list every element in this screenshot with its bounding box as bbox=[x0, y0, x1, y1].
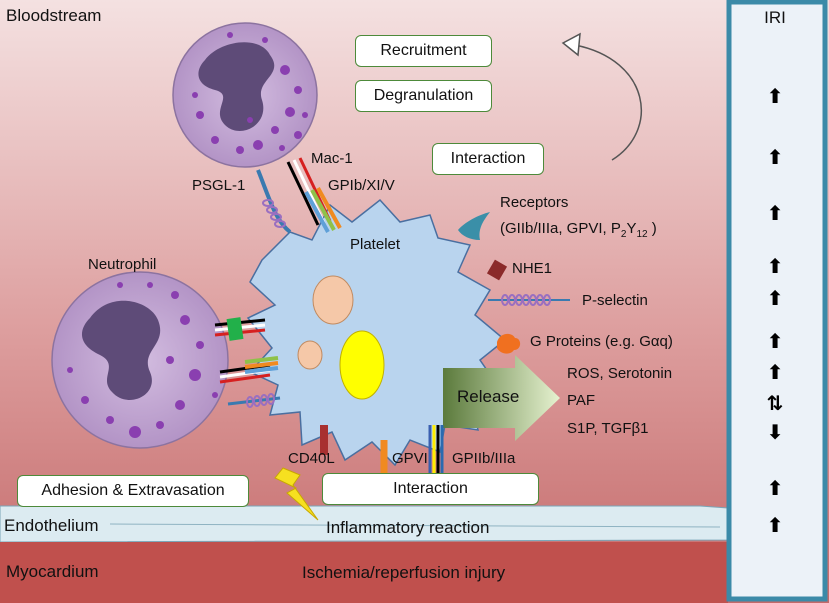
cd40l-bar bbox=[320, 425, 328, 455]
ischemia-label: Ischemia/reperfusion injury bbox=[302, 563, 506, 582]
left-connectors bbox=[214, 317, 281, 408]
myocardium-label: Myocardium bbox=[6, 562, 99, 581]
neutrophil-label: Neutrophil bbox=[88, 256, 157, 273]
nhe1-label: NHE1 bbox=[512, 260, 553, 277]
mac1-label: Mac-1 bbox=[311, 150, 353, 167]
iri-arrow-interaction: ⬆ bbox=[766, 145, 784, 169]
platelet-label: Platelet bbox=[350, 236, 401, 253]
degranulation-box: Degranulation bbox=[355, 80, 492, 112]
receptors-list-mid: Y bbox=[626, 220, 637, 237]
psgl1-label: PSGL-1 bbox=[192, 177, 246, 194]
neutrophil-top bbox=[172, 22, 318, 168]
iri-title: IRI bbox=[764, 8, 786, 27]
gproteins-label: G Proteins (e.g. Gαq) bbox=[530, 333, 673, 350]
release-arrow bbox=[443, 355, 560, 441]
receptors-sub1: 2 bbox=[620, 229, 627, 240]
psgl1-coil bbox=[262, 199, 286, 228]
endothelium-label: Endothelium bbox=[4, 516, 99, 535]
gpvi-label: GPVI bbox=[392, 450, 428, 467]
gpiib-bars bbox=[428, 425, 444, 475]
platelet-granule-1 bbox=[312, 275, 354, 325]
cycle-arrow-head bbox=[561, 32, 581, 57]
adhesion-box: Adhesion & Extravasation bbox=[17, 475, 249, 507]
bloodstream-label: Bloodstream bbox=[6, 6, 102, 25]
nhe1-shape bbox=[486, 259, 508, 281]
platelet-granule-2 bbox=[297, 340, 323, 370]
receptor-shape bbox=[458, 212, 490, 240]
iri-arrow-inflammatory: ⬆ bbox=[766, 513, 784, 537]
receptors-list-suffix: ) bbox=[647, 220, 657, 237]
iri-arrow-paf: ⇅ bbox=[766, 391, 784, 415]
cycle-arrow bbox=[574, 44, 643, 161]
release-item-1: ROS, Serotonin bbox=[567, 365, 673, 382]
neutrophil-left bbox=[51, 271, 229, 449]
iri-arrow-gproteins: ⬆ bbox=[766, 329, 784, 353]
iri-arrow-bottom-interaction: ⬆ bbox=[766, 476, 784, 500]
iri-arrow-recruitment: ⬆ bbox=[766, 84, 784, 108]
recruitment-box: Recruitment bbox=[355, 35, 492, 67]
inflammatory-label: Inflammatory reaction bbox=[326, 518, 490, 537]
cd40l-label: CD40L bbox=[288, 450, 335, 467]
receptors-list-prefix: (GIIb/IIIa, GPVI, P bbox=[500, 220, 621, 237]
iri-arrow-pselectin: ⬆ bbox=[766, 286, 784, 310]
release-item-3: S1P, TGFβ1 bbox=[567, 420, 649, 437]
interaction-bottom-box: Interaction bbox=[322, 473, 539, 505]
release-label: Release bbox=[457, 387, 520, 406]
receptors-sub2: 12 bbox=[636, 229, 648, 240]
lightning-icon bbox=[274, 467, 319, 521]
platelet-granule-3 bbox=[339, 330, 385, 400]
iri-arrow-s1p: ⬇ bbox=[766, 420, 784, 444]
iri-panel bbox=[726, 0, 828, 602]
receptors-list: (GIIb/IIIa, GPVI, P2Y12 ) bbox=[500, 220, 657, 240]
gpib-label: GPIb/XI/V bbox=[328, 177, 395, 194]
myocardium-band bbox=[0, 542, 728, 603]
release-item-2: PAF bbox=[567, 392, 596, 409]
gpiibiiia-label: GPIIb/IIIa bbox=[452, 450, 516, 467]
gprotein-shape bbox=[497, 333, 521, 354]
iri-arrow-ros: ⬆ bbox=[766, 360, 784, 384]
platelet-body bbox=[246, 198, 507, 467]
endothelium-line bbox=[109, 523, 721, 528]
iri-arrow-receptors: ⬆ bbox=[766, 201, 784, 225]
mac1-gpib-bars bbox=[286, 157, 342, 233]
pselectin-label: P-selectin bbox=[582, 292, 648, 309]
pselectin-coil bbox=[501, 294, 551, 306]
iri-arrow-nhe1: ⬆ bbox=[766, 254, 784, 278]
receptors-label: Receptors bbox=[500, 194, 569, 211]
interaction-top-box: Interaction bbox=[432, 143, 544, 175]
